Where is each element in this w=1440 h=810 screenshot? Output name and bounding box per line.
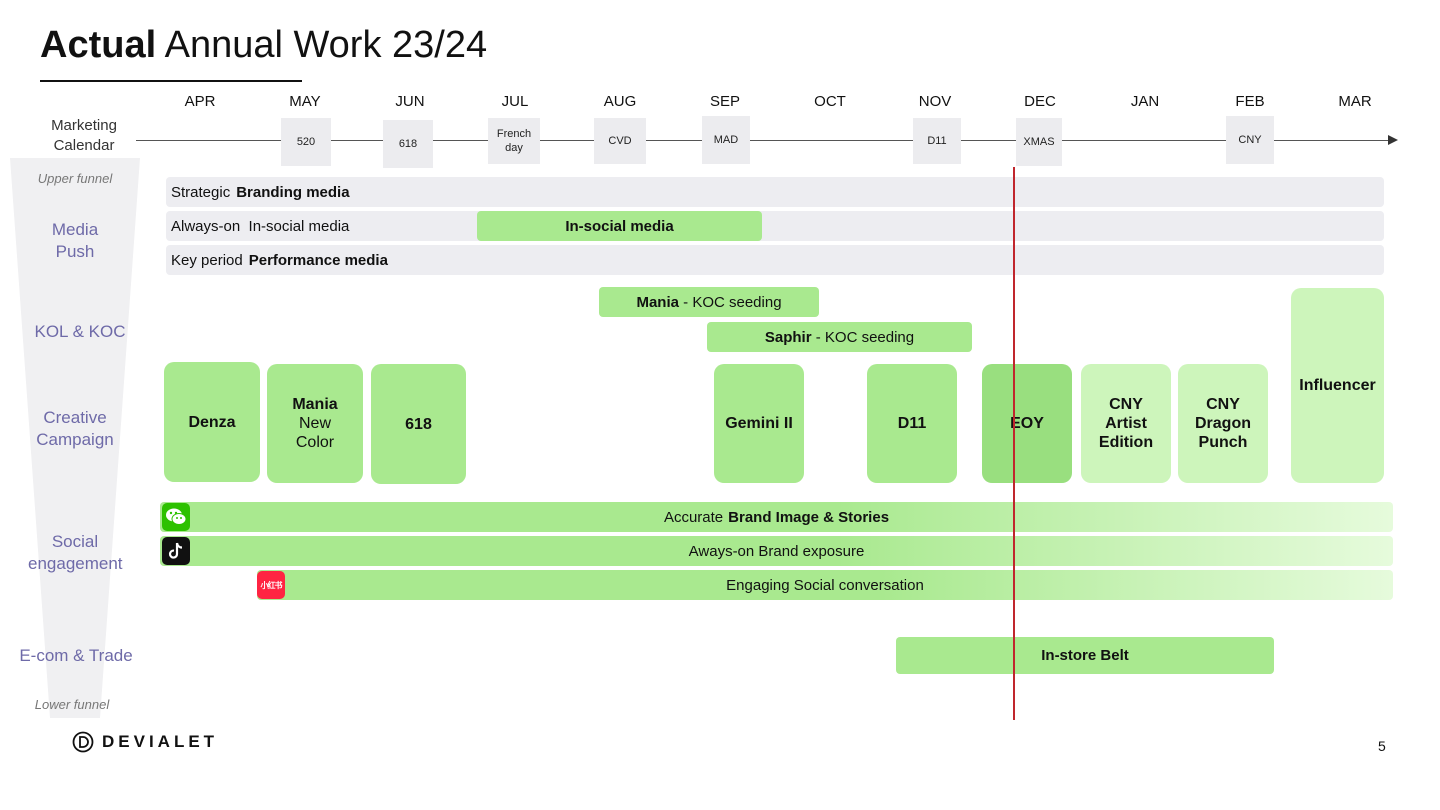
- in-store-belt-label: In-store Belt: [1041, 647, 1129, 664]
- performance-media-label: Performance media: [248, 251, 388, 269]
- month-sep: SEP: [709, 93, 740, 110]
- campaign-mania-new-color: Mania New Color: [267, 364, 363, 483]
- saphir-koc-bar: Saphir - KOC seeding: [707, 322, 972, 352]
- mania-koc-text: - KOC seeding: [678, 293, 782, 311]
- event-cny: CNY: [1226, 116, 1274, 164]
- title-underline: [40, 80, 302, 82]
- campaign-mania-title: Mania: [292, 396, 338, 413]
- row-always-on: Always-on In-social media: [166, 211, 1384, 241]
- marketing-calendar-label: Marketing Calendar: [51, 117, 117, 154]
- xiaohongshu-icon: 小红书: [257, 571, 285, 599]
- month-nov: NOV: [918, 93, 952, 110]
- month-aug: AUG: [603, 93, 637, 110]
- event-d11: D11: [913, 118, 961, 164]
- saphir-koc-text: - KOC seeding: [811, 328, 915, 346]
- wechat-bar-bold: Brand Image & Stories: [728, 508, 890, 526]
- month-feb: FEB: [1235, 93, 1265, 110]
- category-media-push: Media Push: [51, 220, 99, 261]
- month-jul: JUL: [501, 93, 529, 110]
- in-social-media-bar: In-social media: [477, 211, 762, 241]
- month-jun: JUN: [395, 93, 425, 110]
- branding-media-label: Branding media: [236, 183, 350, 201]
- month-jan: JAN: [1130, 93, 1160, 110]
- event-french-day: French day: [488, 118, 540, 164]
- month-may: MAY: [289, 93, 321, 110]
- category-social-engagement: Social engagement: [28, 532, 123, 573]
- campaign-d11-label: D11: [897, 415, 927, 432]
- lower-funnel-label: Lower funnel: [34, 697, 110, 712]
- campaign-denza-label: Denza: [188, 413, 236, 431]
- tiktok-icon: [162, 537, 190, 565]
- event-xmas: XMAS: [1016, 118, 1062, 166]
- category-ecom-trade: E-com & Trade: [19, 646, 133, 665]
- devialet-logo-icon: [72, 731, 94, 753]
- upper-funnel-label: Upper funnel: [37, 171, 113, 186]
- month-apr: APR: [184, 93, 216, 110]
- campaign-eoy-label: EOY: [1010, 415, 1044, 432]
- strategic-label: Strategic: [171, 183, 231, 201]
- influencer-box: Influencer: [1291, 288, 1384, 483]
- row-strategic-branding: Strategic Branding media: [166, 177, 1384, 207]
- current-date-marker-line: [1013, 167, 1015, 720]
- category-creative-campaign: Creative Campaign: [36, 408, 114, 449]
- campaign-d11: D11: [867, 364, 957, 483]
- event-cvd: CVD: [594, 118, 646, 164]
- campaign-cny-dragon-label: CNY Dragon Punch: [1195, 396, 1251, 451]
- mania-koc-bar: Mania - KOC seeding: [599, 287, 819, 317]
- campaign-gemini-label: Gemini II: [725, 415, 793, 432]
- page-number: 5: [1378, 738, 1386, 754]
- in-store-belt-bar: In-store Belt: [896, 637, 1274, 674]
- saphir-koc-title: Saphir: [764, 328, 812, 346]
- month-mar: MAR: [1338, 93, 1372, 110]
- timeline-arrow-icon: [1388, 135, 1398, 145]
- funnel-shape: [10, 158, 140, 718]
- month-oct: OCT: [814, 93, 846, 110]
- always-on-label: Always-on In-social media: [171, 217, 350, 235]
- devialet-logo-text: DEVIALET: [102, 732, 219, 751]
- month-dec: DEC: [1024, 93, 1056, 110]
- wechat-bar-prefix: Accurate: [663, 508, 724, 526]
- tiktok-bar-text: Aways-on Brand exposure: [688, 542, 865, 560]
- campaign-618: 618: [371, 364, 466, 484]
- campaign-denza: Denza: [164, 362, 260, 482]
- campaign-mania-subtitle: New Color: [295, 415, 335, 451]
- social-xiaohongshu-bar: Engaging Social conversation: [257, 570, 1393, 600]
- row-key-period: Key period Performance media: [166, 245, 1384, 275]
- mania-koc-title: Mania: [636, 293, 679, 311]
- page-title: Actual Annual Work 23/24: [40, 24, 488, 66]
- category-kol-koc: KOL & KOC: [34, 322, 126, 341]
- event-520: 520: [281, 118, 331, 166]
- xiaohongshu-bar-text: Engaging Social conversation: [726, 576, 924, 594]
- influencer-label: Influencer: [1299, 377, 1376, 394]
- event-mad: MAD: [702, 116, 750, 164]
- calendar-timeline: [136, 140, 1391, 141]
- campaign-618-label: 618: [405, 415, 432, 433]
- campaign-cny-dragon-punch: CNY Dragon Punch: [1178, 364, 1268, 483]
- in-social-media-bar-label: In-social media: [565, 217, 674, 235]
- campaign-gemini-ii: Gemini II: [714, 364, 804, 483]
- wechat-icon: [162, 503, 190, 531]
- key-period-label: Key period: [171, 251, 243, 269]
- campaign-cny-artist-label: CNY Artist Edition: [1098, 396, 1154, 451]
- event-618: 618: [383, 120, 433, 168]
- campaign-eoy: EOY: [982, 364, 1072, 483]
- campaign-cny-artist-edition: CNY Artist Edition: [1081, 364, 1171, 483]
- social-tiktok-bar: Aways-on Brand exposure: [160, 536, 1393, 566]
- devialet-logo: DEVIALET: [72, 731, 218, 753]
